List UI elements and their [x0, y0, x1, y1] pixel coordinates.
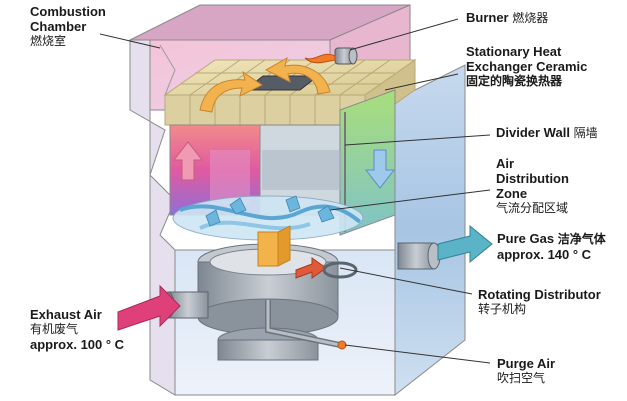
purge-air-cn: 吹扫空气: [497, 371, 546, 385]
exhaust-air-temp: approx. 100 ° C: [30, 337, 125, 352]
label-purge-air: Purge Air 吹扫空气: [497, 356, 555, 386]
pure-gas-cn: 洁净气体: [557, 232, 606, 246]
air-distribution-en-3: Zone: [496, 186, 528, 201]
label-exhaust-air: Exhaust Air 有机废气 approx. 100 ° C: [30, 307, 124, 352]
combustion-chamber-en-1: Combustion: [30, 4, 106, 19]
divider-wall-cn: 隔墙: [573, 126, 598, 140]
label-divider-wall: Divider Wall 隔墙: [496, 125, 598, 141]
heat-exchanger-en-2: Exchanger Ceramic: [466, 59, 588, 74]
cold-chamber: [259, 89, 396, 236]
label-pure-gas: Pure Gas 洁净气体 approx. 140 ° C: [497, 231, 606, 262]
burner-cn: 燃烧器: [512, 11, 549, 25]
heat-exchanger-en-1: Stationary Heat: [466, 44, 562, 59]
combustion-chamber-cn: 燃烧室: [30, 34, 67, 48]
leader-lines: [99, 18, 491, 364]
air-distribution-en-1: Air: [496, 156, 515, 171]
top-flow-arrows: [199, 56, 331, 113]
label-combustion-chamber: Combustion Chamber 燃烧室: [30, 4, 106, 49]
rotating-distributor-cn: 转子机构: [478, 302, 527, 316]
air-distribution-zone: [172, 195, 364, 241]
pure-gas-temp: approx. 140 ° C: [497, 247, 592, 262]
pure-gas-en: Pure Gas: [497, 231, 555, 246]
exhaust-air-en: Exhaust Air: [30, 307, 102, 322]
rotating-distributor-en: Rotating Distributor: [478, 287, 601, 302]
label-burner: Burner 燃烧器: [466, 10, 548, 26]
burner: [304, 47, 358, 65]
exhaust-air-cn: 有机废气: [30, 322, 79, 336]
air-distribution-en-2: Distribution: [496, 171, 569, 186]
divider-wall-en: Divider Wall: [496, 125, 570, 140]
pure-gas-outlet: [397, 224, 493, 270]
purge-air-pipe: [265, 300, 347, 350]
exhaust-air-duct: [117, 284, 209, 331]
heat-exchanger-cn: 固定的陶瓷换热器: [466, 74, 563, 88]
label-air-distribution: Air Distribution Zone 气流分配区域: [496, 156, 569, 216]
air-distribution-cn: 气流分配区域: [496, 201, 569, 215]
combustion-chamber-en-2: Chamber: [30, 19, 87, 34]
hot-chamber: [169, 124, 261, 216]
label-rotating-distributor: Rotating Distributor 转子机构: [478, 287, 601, 317]
label-heat-exchanger: Stationary Heat Exchanger Ceramic 固定的陶瓷换…: [466, 44, 587, 89]
burner-en: Burner: [466, 10, 509, 25]
purge-air-en: Purge Air: [497, 356, 556, 371]
